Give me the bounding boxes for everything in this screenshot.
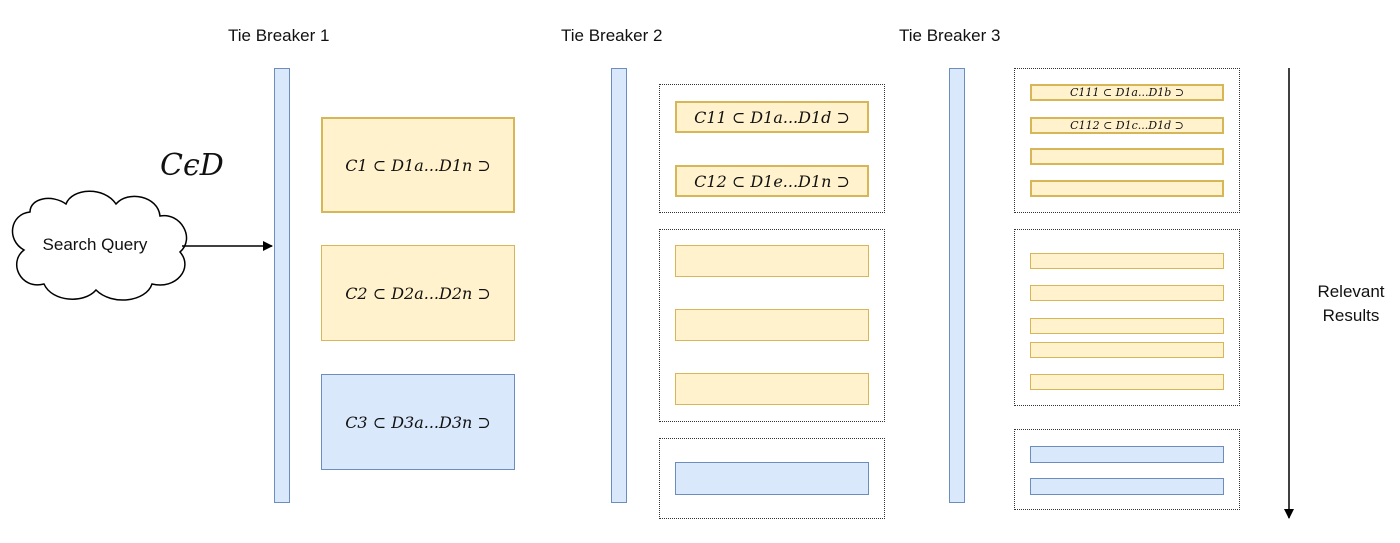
tb3-cluster-1c <box>1030 148 1224 165</box>
tb2-cluster-2c <box>675 373 869 405</box>
formula-label: CϵD <box>160 148 224 183</box>
tb3-cluster-2d <box>1030 342 1224 358</box>
relevant-results-label: Relevant Results <box>1296 280 1400 328</box>
cluster-c12: C12 ⊂ D1e...D1n ⊃ <box>675 165 869 197</box>
cluster-c1: C1 ⊂ D1a...D1n ⊃ <box>321 117 515 213</box>
tb3-cluster-2a <box>1030 253 1224 269</box>
tie-breaker-3-header: Tie Breaker 3 <box>899 26 1001 45</box>
tb3-cluster-2b <box>1030 285 1224 301</box>
tie-breaker-2-bar <box>611 68 627 503</box>
tb3-cluster-1d <box>1030 180 1224 197</box>
cluster-c2: C2 ⊂ D2a...D2n ⊃ <box>321 245 515 341</box>
cluster-c111: C111 ⊂ D1a...D1b ⊃ <box>1030 84 1224 101</box>
tb2-cluster-2b <box>675 309 869 341</box>
tb2-cluster-3a <box>675 462 869 495</box>
tie-breaker-1-header: Tie Breaker 1 <box>228 26 330 45</box>
tb2-cluster-2a <box>675 245 869 277</box>
tb3-group-3 <box>1014 429 1240 510</box>
tb3-cluster-2c <box>1030 318 1224 334</box>
cluster-c3: C3 ⊂ D3a...D3n ⊃ <box>321 374 515 470</box>
cluster-c11: C11 ⊂ D1a...D1d ⊃ <box>675 101 869 133</box>
search-query-label: Search Query <box>42 235 148 254</box>
tb3-cluster-3a <box>1030 446 1224 463</box>
tie-breaker-2-header: Tie Breaker 2 <box>561 26 663 45</box>
cloud-icon <box>11 190 188 301</box>
tb3-cluster-3b <box>1030 478 1224 495</box>
relevant-results-line-2: Results <box>1322 306 1380 325</box>
cluster-c112: C112 ⊂ D1c...D1d ⊃ <box>1030 117 1224 134</box>
tie-breaker-3-bar <box>949 68 965 503</box>
tie-breaker-1-bar <box>274 68 290 503</box>
tb3-cluster-2e <box>1030 374 1224 390</box>
relevant-results-line-1: Relevant <box>1317 282 1385 301</box>
